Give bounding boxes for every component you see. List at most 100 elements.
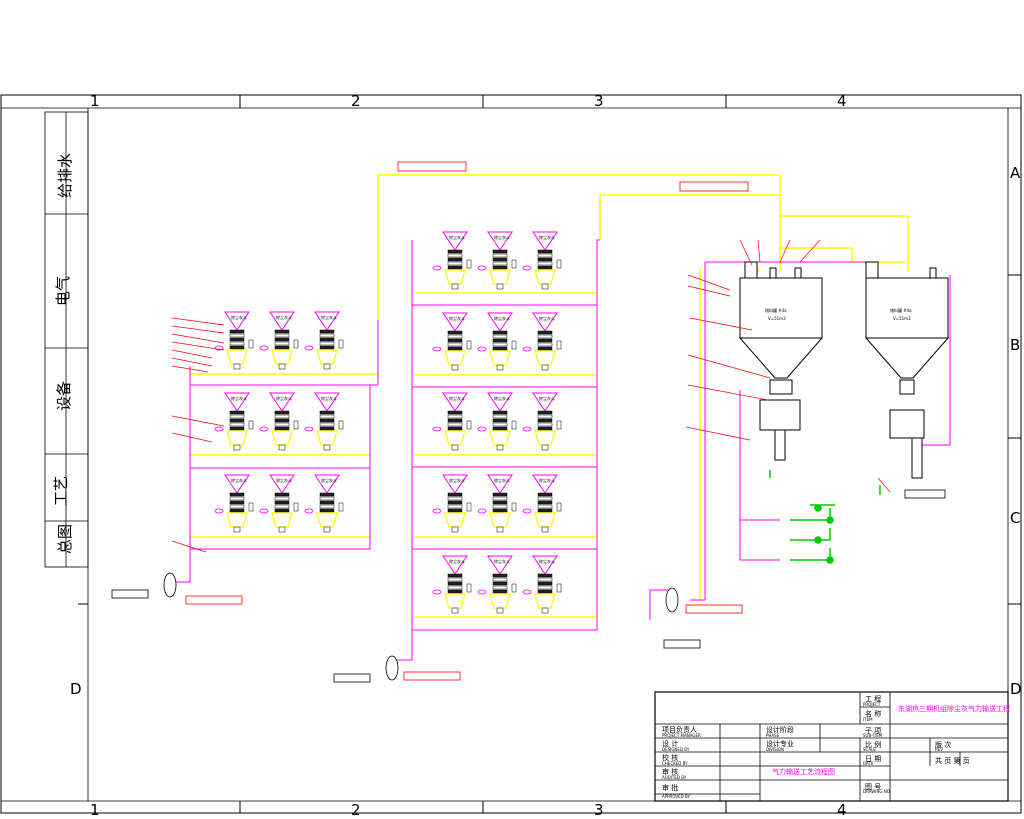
valve-disc: [492, 346, 508, 351]
date-sub: DATE: [863, 761, 874, 766]
hopper-unit: 除尘灰斗: [432, 231, 472, 290]
level-switch: [293, 502, 299, 512]
valve-disc: [229, 496, 245, 501]
hopper-label: 除尘灰斗: [321, 477, 337, 483]
side-valve: [304, 508, 314, 514]
outlet-valve: [451, 607, 459, 614]
valve-disc: [447, 414, 463, 419]
zone-row-d-left: D: [70, 680, 82, 698]
outlet-valve: [278, 444, 286, 451]
transmitter-body: [444, 269, 466, 285]
valve-disc: [537, 573, 553, 578]
hopper-funnel: [269, 311, 295, 331]
valve-disc: [274, 492, 290, 497]
valve-disc: [492, 249, 508, 254]
side-valve: [477, 265, 487, 271]
outlet-valve: [451, 526, 459, 533]
valve-disc: [274, 496, 290, 501]
valve-disc: [274, 341, 290, 346]
row-audit-label: 审 核: [662, 767, 678, 776]
side-valve: [522, 426, 532, 432]
valve-disc: [274, 422, 290, 427]
side-valve: [214, 345, 224, 351]
outlet-valve: [496, 444, 504, 451]
hopper-group-middle: 除尘灰斗除尘灰斗除尘灰斗除尘灰斗除尘灰斗除尘灰斗除尘灰斗除尘灰斗除尘灰斗除尘灰斗…: [432, 231, 562, 614]
silo-1-volume: V=51m3: [768, 316, 786, 321]
valve-disc: [492, 504, 508, 509]
side-valve: [522, 508, 532, 514]
row-audit-sub: AUDITED BY: [662, 775, 687, 780]
project-label: 工 程: [865, 694, 881, 703]
transmitter-body: [316, 430, 338, 446]
silo-1-tag: 储料罐 #4a: [765, 307, 787, 313]
zone-col-3-top: 3: [594, 92, 604, 110]
zone-row-c: C: [1010, 509, 1020, 527]
design-no-sub: DIVISION: [766, 747, 784, 752]
valve-disc: [319, 414, 335, 419]
hopper-unit: 除尘灰斗: [477, 312, 517, 371]
hopper-unit: 除尘灰斗: [522, 392, 562, 451]
design-stage-sub: PHASE: [766, 733, 780, 738]
valve-disc: [229, 337, 245, 342]
hopper-funnel: [487, 392, 513, 412]
side-valve: [432, 346, 442, 352]
transmitter-body: [534, 430, 556, 446]
side-strip-labels: 给排水 电气 设备 工艺 总图: [52, 153, 74, 554]
hopper-funnel: [442, 231, 468, 251]
valve-disc: [229, 341, 245, 346]
valve-disc: [537, 418, 553, 423]
hopper-unit: 除尘灰斗: [477, 474, 517, 533]
transmitter-body: [444, 593, 466, 609]
valve-disc: [492, 589, 508, 594]
side-valve: [214, 426, 224, 432]
valve-disc: [447, 253, 463, 258]
zone-col-2-top: 2: [351, 92, 361, 110]
hopper-label: 除尘灰斗: [539, 558, 555, 564]
valve-disc: [447, 249, 463, 254]
valve-disc: [447, 338, 463, 343]
side-label-equipment: 设备: [55, 381, 73, 411]
side-valve: [477, 426, 487, 432]
scale-label: 比 例: [865, 740, 881, 749]
zone-row-d-right: D: [1010, 680, 1022, 698]
hopper-funnel: [487, 555, 513, 575]
hopper-funnel: [269, 474, 295, 494]
version-label: 版 次: [935, 740, 951, 749]
side-valve: [522, 346, 532, 352]
project-value: 东湖热三期机组除尘灰气力输送工程: [898, 704, 1010, 713]
hopper-label: 除尘灰斗: [494, 558, 510, 564]
outlet-valve: [451, 283, 459, 290]
side-valve: [432, 426, 442, 432]
silo-leaders: [685, 239, 891, 493]
hopper-funnel: [224, 392, 250, 412]
hopper-funnel: [224, 311, 250, 331]
hopper-unit: 除尘灰斗: [304, 474, 344, 533]
valve-disc: [537, 589, 553, 594]
level-switch: [293, 420, 299, 430]
side-valve: [259, 345, 269, 351]
item-label: 名 称: [865, 709, 881, 718]
level-switch: [511, 259, 517, 269]
valve-disc: [492, 573, 508, 578]
valve-disc: [447, 422, 463, 427]
valve-disc: [319, 504, 335, 509]
zone-col-1-bottom: 1: [90, 801, 100, 819]
sheet-text: 共 页 第 页: [935, 756, 970, 765]
valve-disc: [537, 492, 553, 497]
hopper-funnel: [442, 392, 468, 412]
transmitter-body: [271, 349, 293, 365]
row-pm-sub: PROJECT MANAGER: [662, 733, 701, 738]
side-valve: [304, 426, 314, 432]
valve-disc: [492, 496, 508, 501]
valve-disc: [447, 585, 463, 590]
valve-disc: [492, 253, 508, 258]
valve-disc: [537, 265, 553, 270]
valve-disc: [492, 500, 508, 505]
hopper-unit: 除尘灰斗: [432, 555, 472, 614]
silo-2: 储料罐 #4a V=51m3: [864, 261, 950, 479]
zone-col-4-top: 4: [837, 92, 847, 110]
outlet-valve: [278, 363, 286, 370]
title-block-text: 工 程 PROJECT 东湖热三期机组除尘灰气力输送工程 名 称 ITEM 子 …: [662, 694, 1010, 799]
hopper-label: 除尘灰斗: [539, 234, 555, 240]
